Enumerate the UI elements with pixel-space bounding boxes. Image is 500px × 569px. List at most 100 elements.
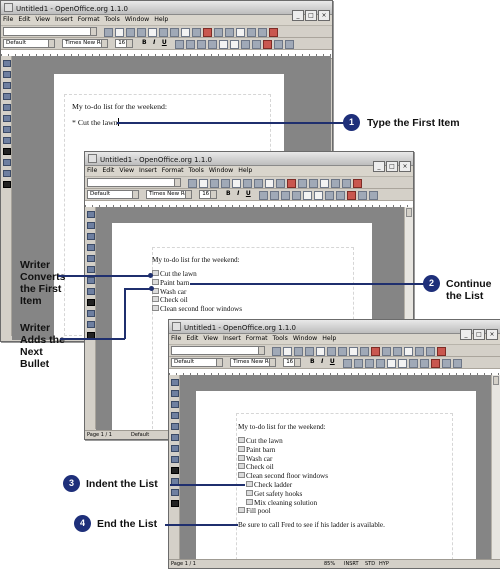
- minimize-button[interactable]: _: [373, 161, 385, 172]
- vertical-scrollbar[interactable]: [491, 375, 500, 559]
- online-layout-icon[interactable]: [3, 181, 11, 188]
- bold-button[interactable]: B: [225, 190, 231, 197]
- decrease-indent-icon[interactable]: [325, 191, 335, 200]
- menu-insert[interactable]: Insert: [55, 16, 73, 23]
- menu-file[interactable]: File: [171, 335, 182, 342]
- show-draw-functions-icon[interactable]: [3, 93, 11, 100]
- insert-icon[interactable]: [171, 379, 179, 386]
- underline-button[interactable]: U: [161, 39, 167, 46]
- italic-button[interactable]: I: [321, 358, 324, 365]
- italic-button[interactable]: I: [153, 39, 156, 46]
- menu-view[interactable]: View: [35, 16, 51, 23]
- spellcheck-icon[interactable]: [3, 126, 11, 133]
- url-combo[interactable]: [87, 178, 181, 187]
- status-hyperlink-mode[interactable]: HYP: [379, 561, 389, 567]
- close-button[interactable]: ×: [318, 10, 330, 21]
- bold-button[interactable]: B: [309, 358, 315, 365]
- italic-button[interactable]: I: [237, 190, 240, 197]
- font-size-select[interactable]: 16: [199, 190, 218, 199]
- menu-edit[interactable]: Edit: [18, 16, 31, 23]
- copy-icon[interactable]: [181, 28, 191, 37]
- insert-fields-icon[interactable]: [87, 222, 95, 229]
- save-icon[interactable]: [294, 347, 304, 356]
- save-icon[interactable]: [210, 179, 220, 188]
- bullets-icon[interactable]: [230, 40, 240, 49]
- navigator-icon[interactable]: [225, 28, 235, 37]
- zoom-icon[interactable]: [426, 347, 436, 356]
- save-icon[interactable]: [126, 28, 136, 37]
- paragraph-style-select[interactable]: Default: [171, 358, 223, 367]
- bullets-icon[interactable]: [314, 191, 324, 200]
- decrease-indent-icon[interactable]: [409, 359, 419, 368]
- maximize-button[interactable]: □: [386, 161, 398, 172]
- highlight-icon[interactable]: [358, 191, 368, 200]
- menu-view[interactable]: View: [203, 335, 219, 342]
- help-icon[interactable]: [269, 28, 279, 37]
- font-color-icon[interactable]: [263, 40, 273, 49]
- align-right-icon[interactable]: [365, 359, 375, 368]
- paragraph-style-select[interactable]: Default: [3, 39, 55, 48]
- navigator-icon[interactable]: [309, 179, 319, 188]
- undo-icon[interactable]: [287, 179, 297, 188]
- menu-format[interactable]: Format: [161, 167, 184, 174]
- bullets-icon[interactable]: [398, 359, 408, 368]
- online-layout-icon[interactable]: [171, 500, 179, 507]
- paste-icon[interactable]: [276, 179, 286, 188]
- autospellcheck-icon[interactable]: [87, 288, 95, 295]
- menu-insert[interactable]: Insert: [139, 167, 157, 174]
- increase-indent-icon[interactable]: [252, 40, 262, 49]
- edit-file-icon[interactable]: [305, 347, 315, 356]
- help-icon[interactable]: [353, 179, 363, 188]
- numbering-icon[interactable]: [303, 191, 313, 200]
- data-sources-icon[interactable]: [247, 28, 257, 37]
- data-sources-icon[interactable]: [415, 347, 425, 356]
- justify-icon[interactable]: [208, 40, 218, 49]
- insert-fields-icon[interactable]: [3, 71, 11, 78]
- highlight-icon[interactable]: [274, 40, 284, 49]
- print-icon[interactable]: [243, 179, 253, 188]
- menu-help[interactable]: Help: [322, 335, 337, 342]
- edit-autotext-icon[interactable]: [171, 434, 179, 441]
- align-center-icon[interactable]: [354, 359, 364, 368]
- undo-icon[interactable]: [371, 347, 381, 356]
- find-icon[interactable]: [171, 467, 179, 474]
- title-bar[interactable]: Untitled1 - OpenOffice.org 1.1.0 _□×: [85, 152, 413, 172]
- font-color-icon[interactable]: [431, 359, 441, 368]
- print-icon[interactable]: [327, 347, 337, 356]
- autospellcheck-icon[interactable]: [171, 456, 179, 463]
- align-left-icon[interactable]: [343, 359, 353, 368]
- redo-icon[interactable]: [298, 179, 308, 188]
- export-pdf-icon[interactable]: [232, 179, 242, 188]
- edit-autotext-icon[interactable]: [3, 115, 11, 122]
- show-draw-functions-icon[interactable]: [87, 244, 95, 251]
- menu-edit[interactable]: Edit: [102, 167, 115, 174]
- gallery-icon[interactable]: [320, 179, 330, 188]
- numbering-icon[interactable]: [219, 40, 229, 49]
- minimize-button[interactable]: _: [460, 329, 472, 340]
- insert-object-icon[interactable]: [87, 233, 95, 240]
- nonprinting-chars-icon[interactable]: [87, 310, 95, 317]
- status-selection-mode[interactable]: STD: [365, 561, 376, 567]
- open-icon[interactable]: [283, 347, 293, 356]
- export-pdf-icon[interactable]: [148, 28, 158, 37]
- font-name-select[interactable]: Times New Roman: [146, 190, 193, 199]
- background-color-icon[interactable]: [285, 40, 295, 49]
- edit-file-icon[interactable]: [137, 28, 147, 37]
- font-name-select[interactable]: Times New Roman: [62, 39, 109, 48]
- increase-indent-icon[interactable]: [336, 191, 346, 200]
- underline-button[interactable]: U: [329, 358, 335, 365]
- form-functions-icon[interactable]: [87, 255, 95, 262]
- underline-button[interactable]: U: [245, 190, 251, 197]
- bold-button[interactable]: B: [141, 39, 147, 46]
- find-icon[interactable]: [87, 299, 95, 306]
- maximize-button[interactable]: □: [473, 329, 485, 340]
- align-center-icon[interactable]: [270, 191, 280, 200]
- justify-icon[interactable]: [376, 359, 386, 368]
- decrease-indent-icon[interactable]: [241, 40, 251, 49]
- cut-icon[interactable]: [254, 179, 264, 188]
- help-icon[interactable]: [437, 347, 447, 356]
- graphics-on-off-icon[interactable]: [171, 489, 179, 496]
- menu-file[interactable]: File: [87, 167, 98, 174]
- new-icon[interactable]: [272, 347, 282, 356]
- spellcheck-icon[interactable]: [171, 445, 179, 452]
